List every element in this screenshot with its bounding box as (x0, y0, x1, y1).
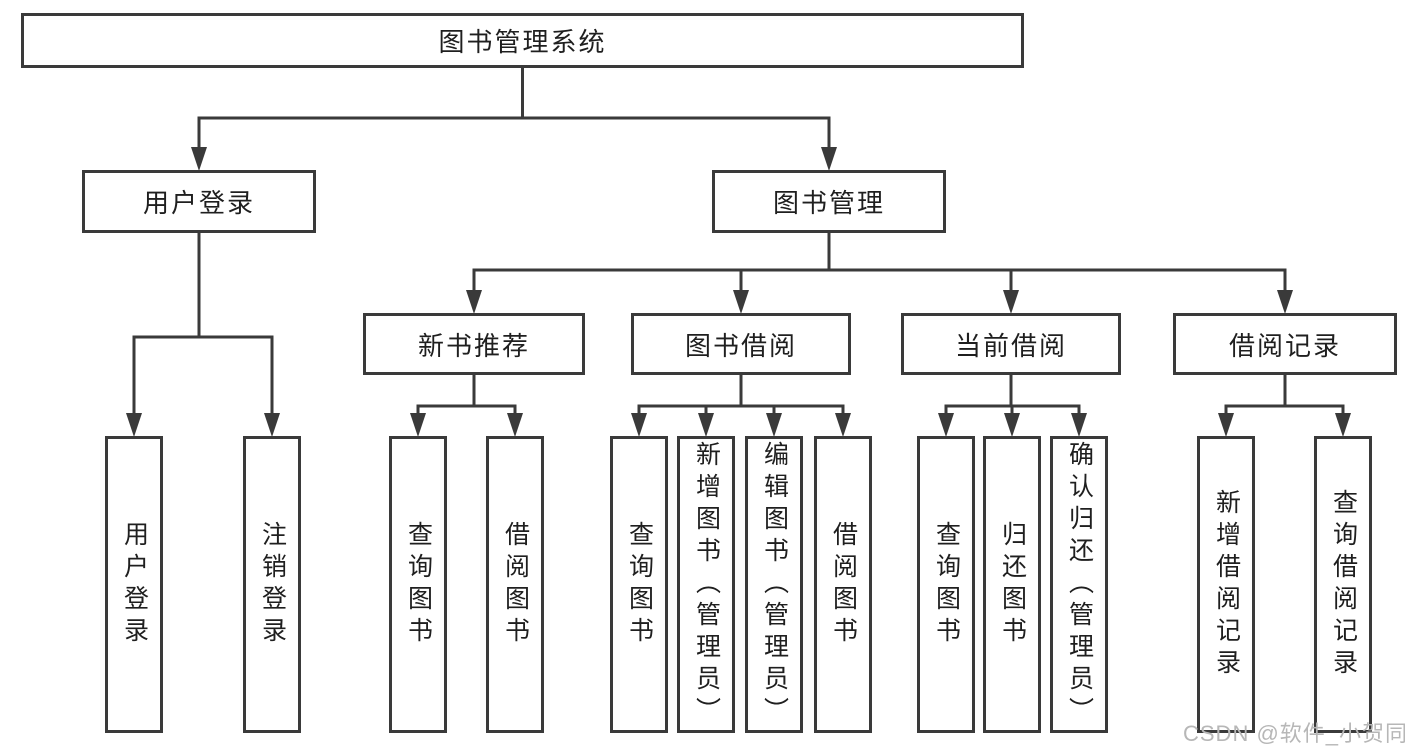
node-mgmt: 图书管理 (712, 170, 946, 233)
node-label: 借阅记录 (1228, 330, 1341, 361)
node-label: 当前借阅 (954, 330, 1067, 361)
arrowhead-down-icon (126, 413, 142, 437)
arrowhead-down-icon (1335, 413, 1351, 437)
node-label: 查询图书 (932, 520, 961, 649)
node-records: 借阅记录 (1173, 313, 1397, 375)
arrowhead-down-icon (1277, 290, 1293, 314)
node-label: 借阅图书 (501, 520, 530, 649)
node-borrow: 图书借阅 (631, 313, 851, 375)
arrowhead-down-icon (835, 413, 851, 437)
node-current: 当前借阅 (901, 313, 1121, 375)
arrowhead-down-icon (766, 413, 782, 437)
node-label: 图书管理 (772, 188, 885, 218)
node-logout: 注销登录 (243, 436, 301, 733)
node-label: 新书推荐 (417, 330, 530, 361)
arrowhead-down-icon (191, 147, 207, 171)
arrowhead-down-icon (264, 413, 280, 437)
arrowhead-down-icon (1071, 413, 1087, 437)
node-label: 用户登录 (142, 188, 255, 218)
node-bb-edit-admin: 编辑图书（管理员） (745, 436, 803, 733)
node-login: 用户登录 (82, 170, 316, 233)
node-cb-return: 归还图书 (983, 436, 1041, 733)
node-label: 编辑图书（管理员） (760, 440, 789, 729)
node-cb-confirm-admin: 确认归还（管理员） (1050, 436, 1108, 733)
node-cb-query: 查询图书 (917, 436, 975, 733)
arrowhead-down-icon (698, 413, 714, 437)
node-root: 图书管理系统 (21, 13, 1024, 68)
node-label: 图书管理系统 (438, 27, 607, 57)
arrowhead-down-icon (1003, 290, 1019, 314)
node-label: 查询借阅记录 (1329, 488, 1358, 681)
node-label: 新增图书（管理员） (692, 440, 721, 729)
arrowhead-down-icon (1218, 413, 1234, 437)
node-label: 确认归还（管理员） (1065, 440, 1094, 729)
node-bb-query: 查询图书 (610, 436, 668, 733)
node-label: 新增借阅记录 (1212, 488, 1241, 681)
csdn-watermark: CSDN @软件_小贺同学 (1183, 721, 1405, 746)
arrowhead-down-icon (1004, 413, 1020, 437)
node-label: 注销登录 (258, 520, 287, 649)
arrowhead-down-icon (631, 413, 647, 437)
node-rec-borrow: 借阅图书 (486, 436, 544, 733)
node-label: 用户登录 (120, 520, 149, 649)
node-user-login: 用户登录 (105, 436, 163, 733)
arrowhead-down-icon (507, 413, 523, 437)
arrowhead-down-icon (466, 290, 482, 314)
node-label: 借阅图书 (829, 520, 858, 649)
node-label: 查询图书 (404, 520, 433, 649)
node-rec-query: 查询图书 (389, 436, 447, 733)
node-br-add-record: 新增借阅记录 (1197, 436, 1255, 733)
node-label: 归还图书 (998, 520, 1027, 649)
node-label: 图书借阅 (684, 330, 797, 361)
node-bb-borrow: 借阅图书 (814, 436, 872, 733)
node-br-query-record: 查询借阅记录 (1314, 436, 1372, 733)
arrowhead-down-icon (733, 290, 749, 314)
node-bb-add-admin: 新增图书（管理员） (677, 436, 735, 733)
node-rec: 新书推荐 (363, 313, 585, 375)
node-label: 查询图书 (625, 520, 654, 649)
arrowhead-down-icon (938, 413, 954, 437)
arrowhead-down-icon (821, 147, 837, 171)
arrowhead-down-icon (410, 413, 426, 437)
